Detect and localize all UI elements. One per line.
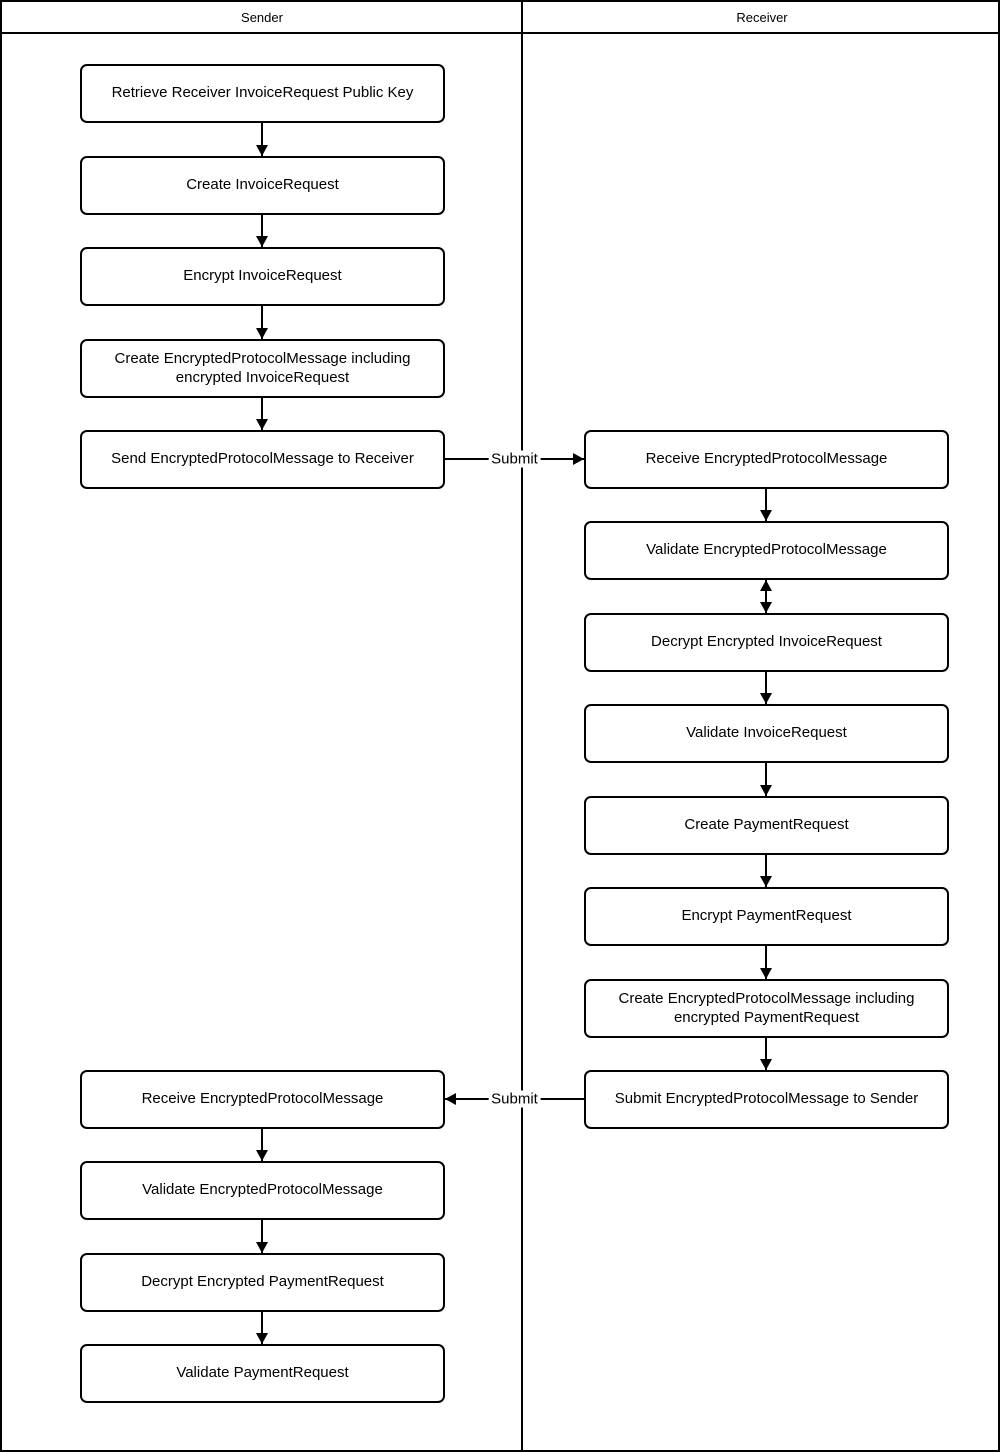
node-create-encryptedprotocolmessage-paymentrequest: Create EncryptedProtocolMessage includin… [584,979,949,1038]
node-validate-paymentrequest: Validate PaymentRequest [80,1344,445,1403]
arrow-down-icon [261,1129,263,1161]
node-validate-encryptedprotocolmessage-sender: Validate EncryptedProtocolMessage [80,1161,445,1220]
node-encrypt-paymentrequest: Encrypt PaymentRequest [584,887,949,946]
node-create-paymentrequest: Create PaymentRequest [584,796,949,855]
arrow-down-icon [765,1038,767,1070]
arrow-down-icon [261,1220,263,1253]
header-separator [2,32,998,34]
arrow-down-icon [765,672,767,704]
node-decrypt-encrypted-invoicerequest: Decrypt Encrypted InvoiceRequest [584,613,949,672]
arrow-updown-icon [765,580,767,613]
submit-arrow-to-sender: Submit [445,1090,584,1108]
submit-edge-label: Submit [488,450,541,468]
lane-divider [521,2,523,1450]
arrow-down-icon [261,1312,263,1344]
submit-arrow-to-receiver: Submit [445,450,584,468]
submit-edge-label: Submit [488,1090,541,1108]
node-decrypt-encrypted-paymentrequest: Decrypt Encrypted PaymentRequest [80,1253,445,1312]
node-validate-invoicerequest: Validate InvoiceRequest [584,704,949,763]
arrow-down-icon [261,306,263,339]
arrow-down-icon [765,763,767,796]
arrow-down-icon [261,398,263,430]
arrow-down-icon [261,215,263,247]
lane-title-sender: Sender [241,9,283,25]
node-create-invoicerequest: Create InvoiceRequest [80,156,445,215]
node-validate-encryptedprotocolmessage: Validate EncryptedProtocolMessage [584,521,949,580]
node-submit-encryptedprotocolmessage-to-sender: Submit EncryptedProtocolMessage to Sende… [584,1070,949,1129]
node-retrieve-receiver-invoicerequest-public-key: Retrieve Receiver InvoiceRequest Public … [80,64,445,123]
node-receive-encryptedprotocolmessage-sender: Receive EncryptedProtocolMessage [80,1070,445,1129]
node-encrypt-invoicerequest: Encrypt InvoiceRequest [80,247,445,306]
node-create-encryptedprotocolmessage-invoicerequest: Create EncryptedProtocolMessage includin… [80,339,445,398]
node-receive-encryptedprotocolmessage: Receive EncryptedProtocolMessage [584,430,949,489]
node-send-encryptedprotocolmessage-to-receiver: Send EncryptedProtocolMessage to Receive… [80,430,445,489]
arrow-down-icon [765,855,767,887]
arrow-down-icon [261,123,263,156]
lane-title-receiver: Receiver [736,9,788,25]
arrow-down-icon [765,489,767,521]
arrow-down-icon [765,946,767,979]
